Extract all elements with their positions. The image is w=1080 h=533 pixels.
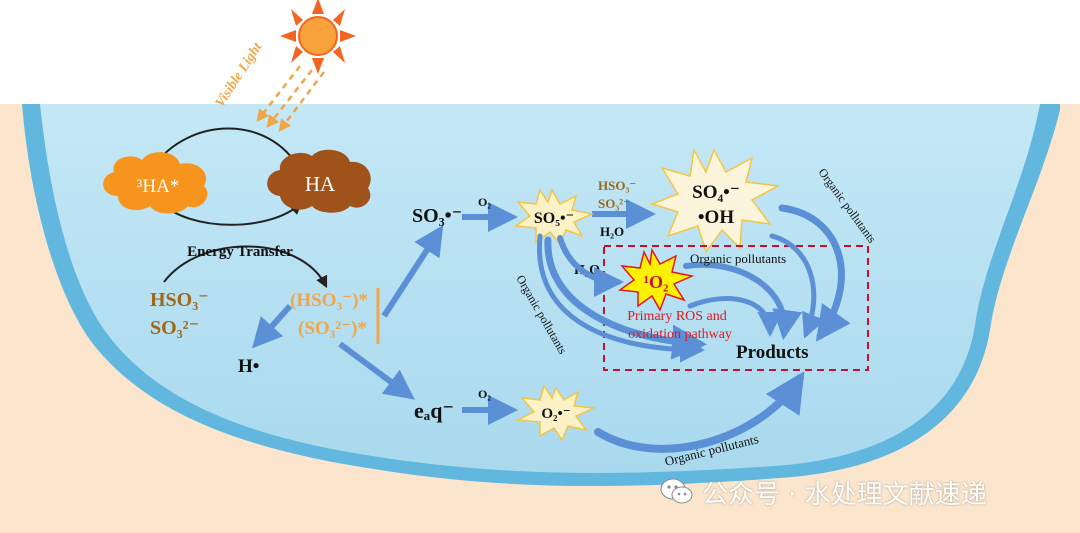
primary-ros-line2: oxidation pathway [628, 327, 732, 342]
ha-label: HA [305, 172, 336, 196]
superoxide-label: O₂•⁻ [541, 406, 570, 422]
triplet-ha-cloud: ³HA* [103, 152, 208, 214]
so3-2-small-label: SO₃²⁻ [598, 196, 630, 211]
so4-oh-star: SO₄•⁻ •OH [649, 147, 781, 254]
light-rays [256, 65, 325, 132]
hso3-excited-label: (HSO₃⁻)* [290, 290, 368, 311]
ha-cloud: HA [267, 149, 371, 213]
visible-light-label: Visible Light [213, 39, 266, 110]
so5-radical-label: SO₅•⁻ [534, 210, 574, 227]
sun-icon [280, 0, 356, 74]
so3-2-label: SO₃²⁻ [150, 317, 199, 339]
singlet-oxygen-star: ¹O₂ [617, 247, 695, 312]
so5-star: SO₅•⁻ [513, 188, 595, 246]
superoxide-star: O₂•⁻ [515, 384, 597, 442]
triplet-ha-label: ³HA* [137, 176, 180, 197]
h-radical-label: H• [238, 356, 259, 377]
products-label: Products [736, 342, 808, 363]
o2-bottom-label: O₂ [478, 387, 491, 401]
oh-radical-label: •OH [698, 207, 734, 228]
so3-radical-label: SO₃•⁻ [412, 205, 462, 227]
hso3-label: HSO₃⁻ [150, 289, 209, 311]
watermark-text: 公众号 · 水处理文献速递 [702, 479, 987, 510]
e-aq-label: eₐq⁻ [414, 398, 454, 423]
primary-ros-box [603, 245, 869, 371]
curved-blue-arrows [536, 204, 851, 453]
so4-radical-label: SO₄•⁻ [692, 182, 740, 203]
o2-top-label: O₂ [478, 195, 491, 209]
so3-2-excited-label: (SO₃²⁻)* [298, 318, 367, 339]
primary-ros-line1: Primary ROS and [627, 309, 727, 324]
h2o-top-label: H₂O [600, 224, 624, 239]
watermark: 公众号 · 水处理文献速递 [660, 474, 1060, 510]
hso3-small-label: HSO₃⁻ [598, 178, 636, 193]
energy-transfer-label: Energy Transfer [187, 244, 293, 260]
blue-arrows [251, 199, 656, 425]
organic-pollutants-mid-label: Organic pollutants [690, 251, 786, 266]
wechat-icon [660, 478, 693, 504]
singlet-oxygen-label: ¹O₂ [644, 272, 669, 292]
